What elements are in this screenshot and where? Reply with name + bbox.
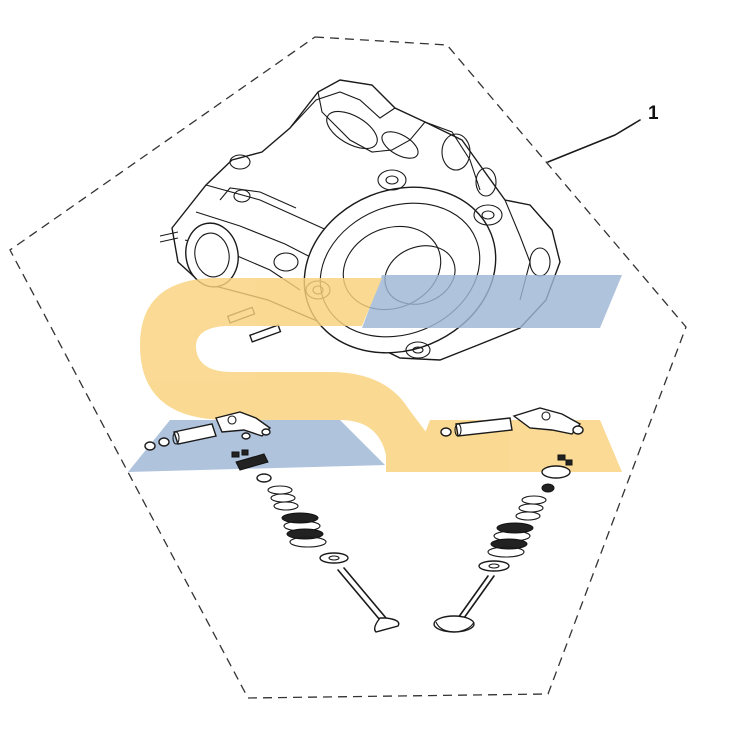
cylinder-head bbox=[159, 79, 561, 361]
assembly-boundary bbox=[9, 36, 687, 699]
callout-leader-line bbox=[547, 119, 641, 163]
watermark-logo bbox=[128, 275, 622, 472]
part-callout-label: 1 bbox=[648, 103, 659, 124]
right-valve-assembly bbox=[433, 407, 584, 633]
left-valve-assembly bbox=[144, 411, 400, 633]
